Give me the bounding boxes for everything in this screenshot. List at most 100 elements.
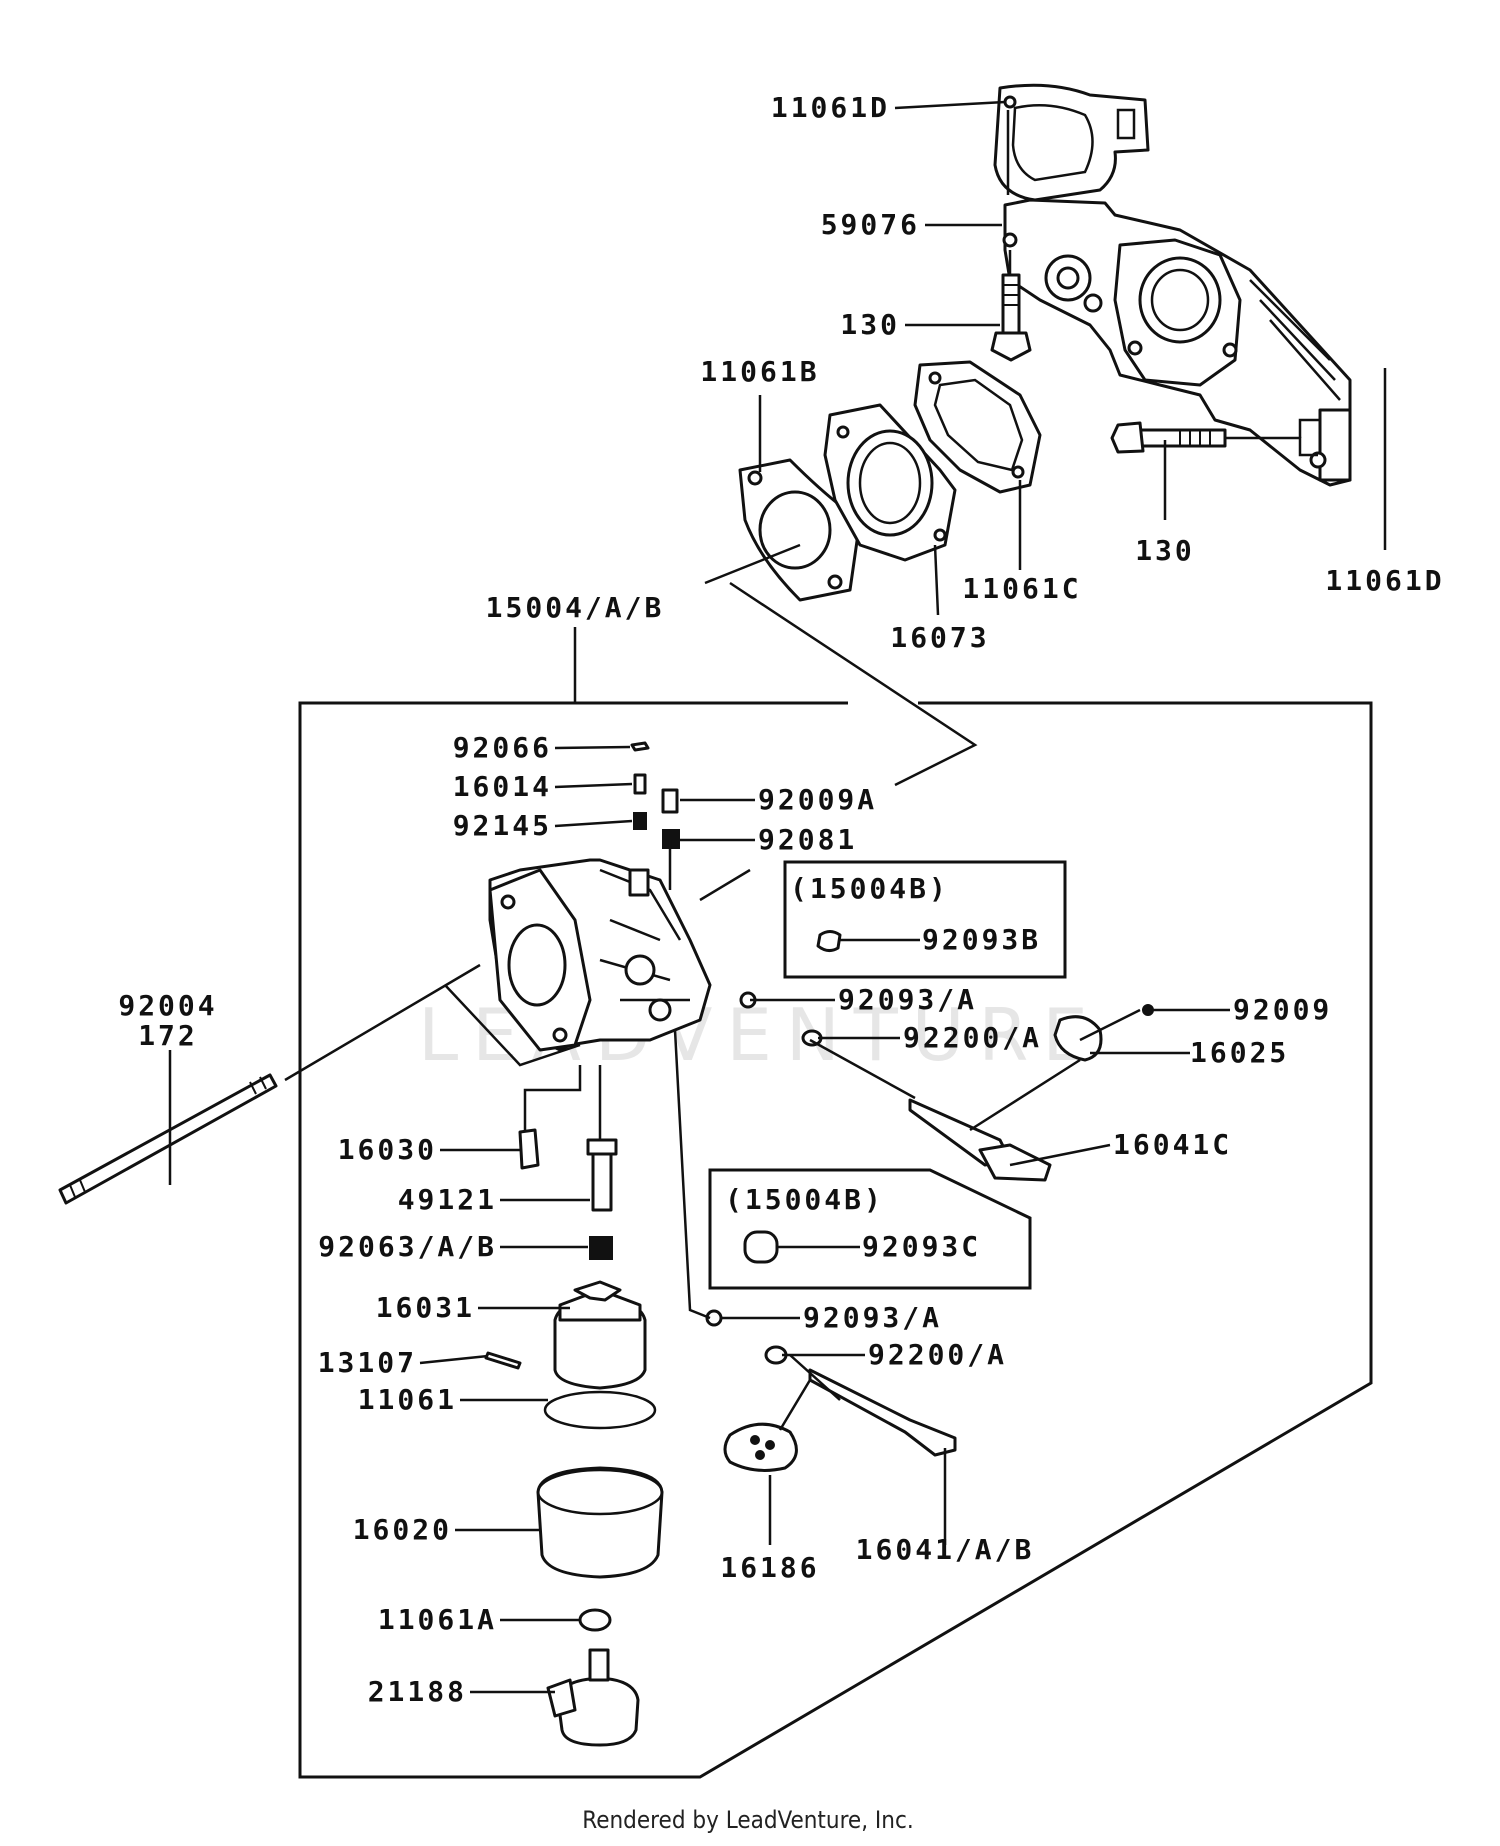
label-11061D-top: 11061D [771,91,890,124]
label-11061C: 11061C [962,572,1081,605]
screw-92009A [661,788,679,814]
label-21188: 21188 [368,1675,467,1708]
manifold-port-inner [1150,268,1210,332]
label-130-a: 130 [840,308,900,341]
label-16041AB: 16041/A/B [856,1533,1035,1566]
gasket-hole [747,470,763,486]
solenoid-plunger [588,1648,610,1682]
stud-thread [69,1076,267,1198]
gasket-11061B-hole [758,490,832,570]
label-11061D-right: 11061D [1325,564,1444,597]
label-92066: 92066 [453,731,552,764]
label-16073: 16073 [890,621,989,654]
leader-line [168,100,1387,1694]
label-16186: 16186 [720,1551,819,1584]
label-92093B: 92093B [922,923,1041,956]
float-arm [573,1280,622,1302]
leader-line [1298,418,1320,438]
label-92093A-lower: 92093/A [803,1301,942,1334]
choke-plate-hole [755,1450,765,1460]
float-bowl-16020 [536,1466,664,1579]
label-130-b: 130 [1135,534,1195,567]
label-92093C: 92093C [862,1230,981,1263]
flange-hole [552,1027,568,1043]
bolt-130-b-head [1110,421,1145,454]
manifold-bolt-hole [1083,293,1103,313]
throttle-lever [978,1143,1052,1182]
label-49121: 49121 [398,1183,497,1216]
label-92009A: 92009A [758,783,877,816]
float-bowl-rim [536,1468,664,1516]
label-92200A-upper: 92200/A [903,1021,1042,1054]
solenoid-21188 [556,1676,640,1747]
insulator-bore [846,429,934,537]
jet-92063AB [589,1236,613,1260]
label-92093A-upper: 92093/A [838,983,977,1016]
label-16041C: 16041C [1113,1128,1232,1161]
assembly-frame [298,701,1373,1779]
label-11061: 11061 [358,1383,457,1416]
choke-plate-hole [750,1435,760,1445]
label-16014: 16014 [453,770,552,803]
manifold-end-hole [1309,451,1327,469]
label-11061B: 11061B [700,355,819,388]
label-15004B-upper: (15004B) [790,872,949,905]
label-16025: 16025 [1190,1036,1289,1069]
gasket-11061D-top [993,83,1150,202]
choke-plate-hole [765,1440,775,1450]
rendered-by-credit: Rendered by LeadVenture, Inc. [582,1806,913,1834]
leader-line [1225,436,1318,457]
label-92063AB: 92063/A/B [318,1230,497,1263]
label-15004B-lower: (15004B) [725,1183,884,1216]
solenoid-terminal [546,1678,577,1718]
stud-92004 [58,1073,278,1205]
bolt-130-a-head [990,331,1032,362]
carburetor-bore [507,923,567,1007]
carburetor-details [599,868,690,1002]
insulator-bore-inner [858,441,922,525]
gasket-11061C [913,360,1042,494]
label-92009: 92009 [1233,993,1332,1026]
label-16030: 16030 [338,1133,437,1166]
flange-hole [500,894,516,910]
gasket-hole [928,371,942,385]
gasket-tab-slot [1116,108,1136,140]
gasket-hole [1011,465,1025,479]
label-13107: 13107 [318,1346,417,1379]
manifold-boss-hole [1056,266,1080,290]
spring-92145 [633,812,647,830]
oring-11061 [543,1390,657,1430]
label-16031: 16031 [376,1291,475,1324]
part-92093B [816,930,842,953]
carburetor-boss [624,954,656,986]
manifold-bolt-hole [1002,232,1018,248]
label-92145: 92145 [453,809,552,842]
guide-line [284,543,1141,1431]
label-92200A-lower: 92200/A [868,1338,1007,1371]
label-59076: 59076 [821,208,920,241]
gasket-hole [1003,95,1017,109]
gasket-11061D-top-inner [1011,103,1094,182]
carburetor-boss [648,998,672,1022]
pin-92066 [630,741,650,752]
manifold-ribs [1249,279,1341,401]
choke-plate-16186 [723,1422,798,1472]
pin-13107 [484,1351,522,1370]
carburetor-jet-tower [628,868,650,897]
washer-11061A [578,1608,612,1632]
bolt-thread [1003,284,1019,306]
bolt-thread [1179,430,1211,446]
label-172: 172 [138,1019,198,1052]
part-92093C [743,1230,779,1264]
screw-92009 [1142,1004,1154,1016]
insulator-hole [933,528,947,542]
choke-shaft-16041AB [808,1368,957,1457]
manifold-end-block [1318,408,1352,482]
emulsion-tube-head [586,1138,618,1156]
manifold-bolt-hole [1222,342,1238,358]
label-15004AB: 15004/A/B [486,591,665,624]
jet-16030 [518,1128,540,1170]
label-92081: 92081 [758,823,857,856]
throttle-plate-16025 [1053,1015,1103,1062]
